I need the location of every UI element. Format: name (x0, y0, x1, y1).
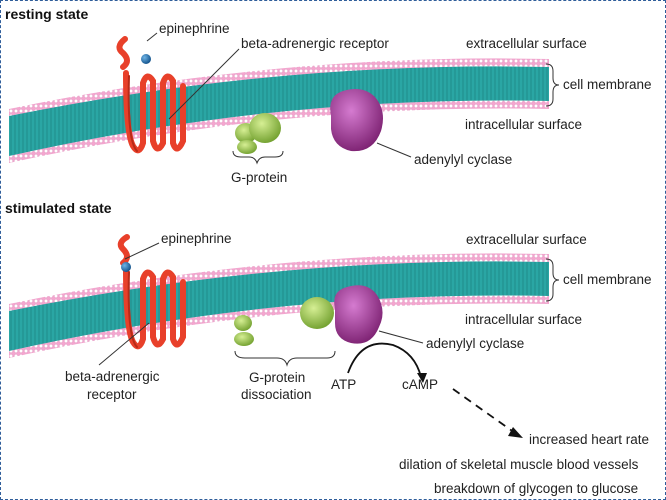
stimulated-intracellular-label: intracellular surface (465, 312, 582, 327)
stimulated-panel: stimulated state (5, 200, 652, 496)
atp-to-camp-arrowhead (417, 373, 427, 383)
stimulated-g-protein-brace (234, 350, 336, 367)
resting-membrane-brace (545, 63, 560, 107)
resting-heading: resting state (5, 6, 88, 22)
resting-membrane-label: cell membrane (563, 77, 652, 92)
stimulated-receptor-label-line2: receptor (87, 387, 137, 402)
stimulated-cyclase-leader (378, 330, 424, 344)
stimulated-g-protein-label-line2: dissociation (241, 387, 312, 402)
stimulated-g-protein-beta-gamma (234, 315, 254, 346)
stimulated-g-protein-alpha (300, 297, 334, 329)
stimulated-membrane-label: cell membrane (563, 272, 652, 287)
resting-membrane (9, 58, 549, 163)
effects-arrowhead (508, 427, 523, 438)
stimulated-cyclase-label: adenylyl cyclase (426, 336, 524, 351)
resting-cyclase-leader (376, 142, 412, 158)
effects-dashed-arrow (452, 388, 516, 434)
stimulated-epinephrine-label: epinephrine (161, 231, 232, 246)
stimulated-epinephrine-molecule (121, 262, 131, 272)
effect-heart-rate: increased heart rate (529, 432, 649, 447)
resting-intracellular-label: intracellular surface (465, 117, 582, 132)
stimulated-g-protein-label-line1: G-protein (249, 370, 305, 385)
resting-epinephrine-label: epinephrine (159, 21, 230, 36)
stimulated-adenylyl-cyclase (334, 285, 383, 344)
stimulated-receptor-label-line1: beta-adrenergic (65, 369, 160, 384)
atp-to-camp-arrow (347, 342, 422, 378)
stimulated-membrane-brace (545, 258, 560, 302)
atp-label: ATP (331, 377, 356, 392)
resting-g-protein (235, 113, 281, 154)
resting-g-protein-brace (232, 150, 284, 165)
resting-adenylyl-cyclase (330, 89, 383, 152)
stimulated-receptor-leader (98, 322, 150, 366)
stimulated-heading: stimulated state (5, 200, 112, 216)
resting-epinephrine-molecule (141, 54, 151, 64)
resting-panel: resting state epinephrine bet (5, 6, 652, 185)
resting-g-protein-label: G-protein (231, 170, 287, 185)
effect-glycogen-breakdown: breakdown of glycogen to glucose (434, 481, 638, 496)
resting-receptor-leader (168, 48, 240, 120)
resting-beta-adrenergic-receptor (116, 36, 186, 154)
camp-label: cAMP (402, 377, 438, 392)
stimulated-extracellular-label: extracellular surface (466, 232, 587, 247)
effect-vasodilation: dilation of skeletal muscle blood vessel… (399, 457, 639, 472)
stimulated-epinephrine-leader (124, 242, 160, 260)
stimulated-beta-adrenergic-receptor (117, 234, 186, 350)
resting-receptor-label: beta-adrenergic receptor (241, 36, 389, 51)
resting-epinephrine-leader (146, 32, 158, 42)
resting-cyclase-label: adenylyl cyclase (414, 152, 512, 167)
resting-extracellular-label: extracellular surface (466, 36, 587, 51)
